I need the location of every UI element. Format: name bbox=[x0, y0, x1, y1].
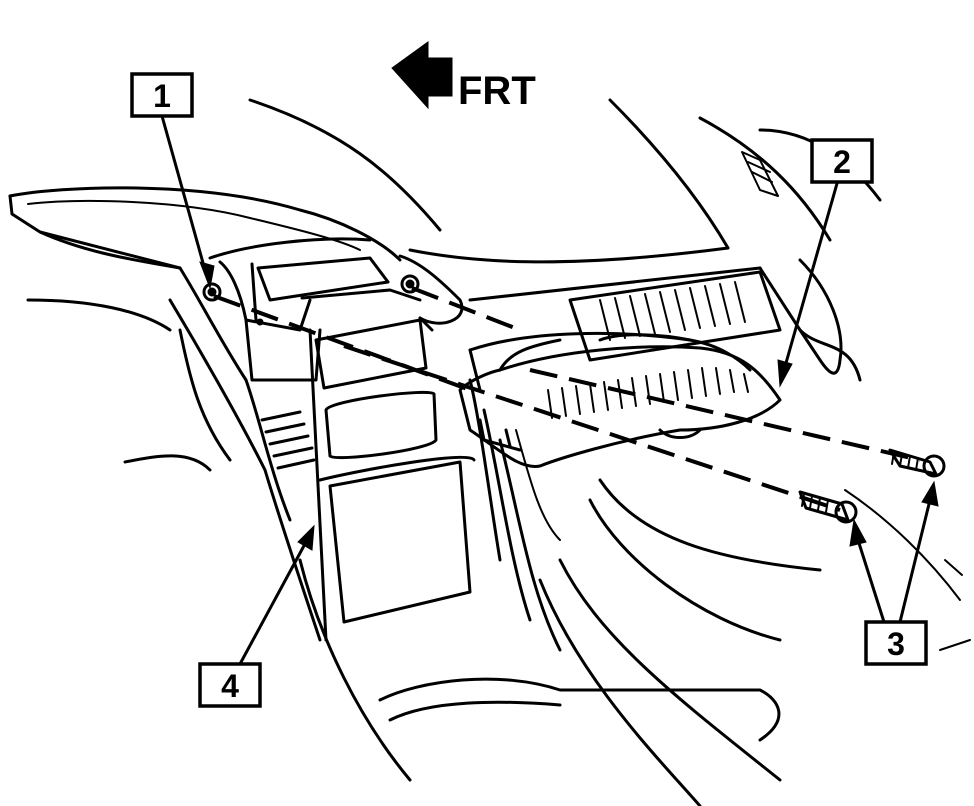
alignment-lines bbox=[213, 286, 921, 512]
svg-text:4: 4 bbox=[221, 668, 239, 704]
svg-text:3: 3 bbox=[887, 626, 905, 662]
mounting-screws bbox=[798, 448, 946, 524]
vehicle-interior-outline bbox=[26, 98, 971, 806]
front-direction-label: FRT bbox=[458, 69, 536, 113]
front-direction-indicator: FRT bbox=[391, 41, 536, 113]
callout-1: 1 bbox=[130, 72, 194, 118]
screw-icon bbox=[888, 448, 946, 478]
front-arrow-icon bbox=[391, 41, 453, 110]
callout-3: 3 bbox=[864, 620, 928, 666]
screw-icon bbox=[798, 490, 858, 524]
svg-text:2: 2 bbox=[833, 144, 851, 180]
callout-4: 4 bbox=[198, 662, 262, 708]
callout-2: 2 bbox=[810, 138, 874, 184]
leader-lines bbox=[160, 114, 939, 666]
svg-text:1: 1 bbox=[153, 78, 171, 114]
